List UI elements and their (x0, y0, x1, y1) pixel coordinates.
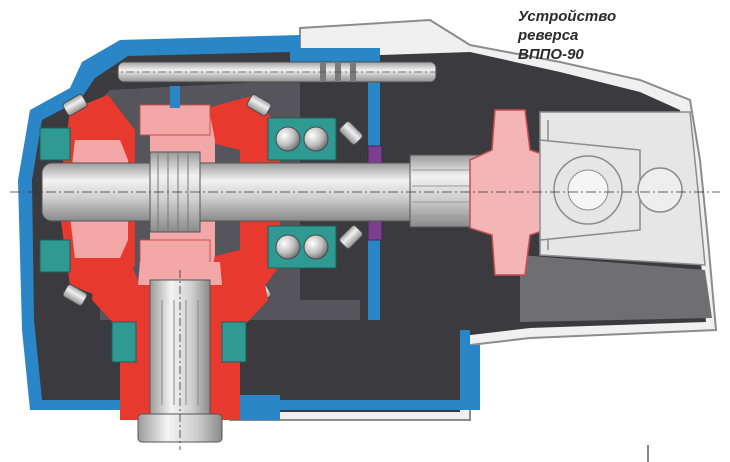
control-rod (110, 61, 440, 83)
lower-bearing-left (111, 321, 137, 363)
ball-bottom-1 (275, 234, 301, 260)
left-bearing-outer-top (39, 127, 71, 161)
left-bearing-outer-bottom (39, 239, 71, 273)
yoke-pin-far (637, 167, 683, 213)
ball-bottom-2 (303, 234, 329, 260)
title-line-3: ВППО-90 (518, 46, 584, 63)
left-roller-top (62, 94, 88, 116)
left-roller-bottom (62, 284, 88, 306)
lower-bearing-right (221, 321, 247, 363)
title-line-2: реверса (518, 27, 579, 44)
roller-mid-right-bottom (339, 225, 363, 249)
title-line-1: Устройство (518, 8, 617, 25)
ball-top-1 (275, 126, 301, 152)
shift-sleeve-top (139, 104, 211, 136)
right-ball-bearing (246, 94, 363, 306)
output-flange (469, 109, 683, 276)
vertical-pinion-assembly (92, 262, 268, 450)
roller-mid-right-top (339, 121, 363, 145)
left-bearing-set (39, 94, 88, 306)
ball-top-2 (303, 126, 329, 152)
output-flange-body (469, 109, 561, 276)
shift-fork (170, 86, 180, 108)
yoke-lower-light-region (520, 255, 712, 322)
roller-top-right (246, 94, 272, 116)
yoke-pin-inner (567, 169, 609, 211)
